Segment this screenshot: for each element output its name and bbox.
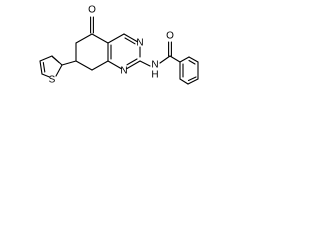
bond-c7-thienyl (61, 60, 77, 66)
thiophene-ring (39, 55, 77, 78)
atom-amide-nitrogen: N (151, 60, 158, 71)
atom-amide-hydrogen: H (151, 70, 158, 81)
bond-th-5 (55, 64, 63, 77)
bond-c2-n1 (126, 60, 141, 70)
bond-c8-c8a (91, 60, 109, 71)
bond-c5-c4a (91, 33, 109, 44)
bond-th-1-inner (51, 56, 60, 64)
bond-c7-c8 (75, 60, 93, 71)
bond-n1-c8a (107, 60, 122, 70)
atom-ketone-oxygen: O (88, 5, 96, 16)
bond-ph-5-inner (188, 59, 196, 65)
atom-thiophene-sulfur: S (49, 75, 56, 86)
atom-amide-oxygen: O (166, 31, 174, 42)
pyrimidine-ring (107, 33, 141, 70)
bond-ph-2 (179, 78, 189, 85)
amide-linker (139, 41, 181, 67)
bond-c4-n3 (123, 33, 138, 43)
atom-ring-nitrogen-upper: N (136, 38, 143, 49)
bond-th-3 (39, 60, 43, 75)
bond-c5-c6 (75, 33, 93, 44)
bond-th-2 (39, 55, 53, 62)
chemical-structure: O N N N H O S (39, 5, 199, 86)
cyclohexenone-ring (75, 16, 109, 71)
bond-th-4 (41, 73, 51, 78)
bond-c4a-c4 (107, 33, 125, 44)
bond-ph-6 (179, 56, 190, 63)
bond-c4-n3-inner (124, 37, 136, 45)
bond-th-3-inner (42, 61, 46, 73)
bond-co-phenyl (169, 55, 181, 63)
bond-c2-nh (139, 60, 151, 67)
bond-ph-3 (187, 78, 199, 85)
phenyl-ring (179, 56, 199, 85)
atom-ring-nitrogen-lower: N (120, 66, 127, 77)
bond-ph-3-inner (187, 76, 197, 82)
atom-labels: O N N N H O S (49, 5, 174, 86)
bond-nh-co (159, 55, 171, 64)
bond-c2-n1-inner (126, 58, 138, 66)
bond-ph-5 (188, 56, 199, 63)
